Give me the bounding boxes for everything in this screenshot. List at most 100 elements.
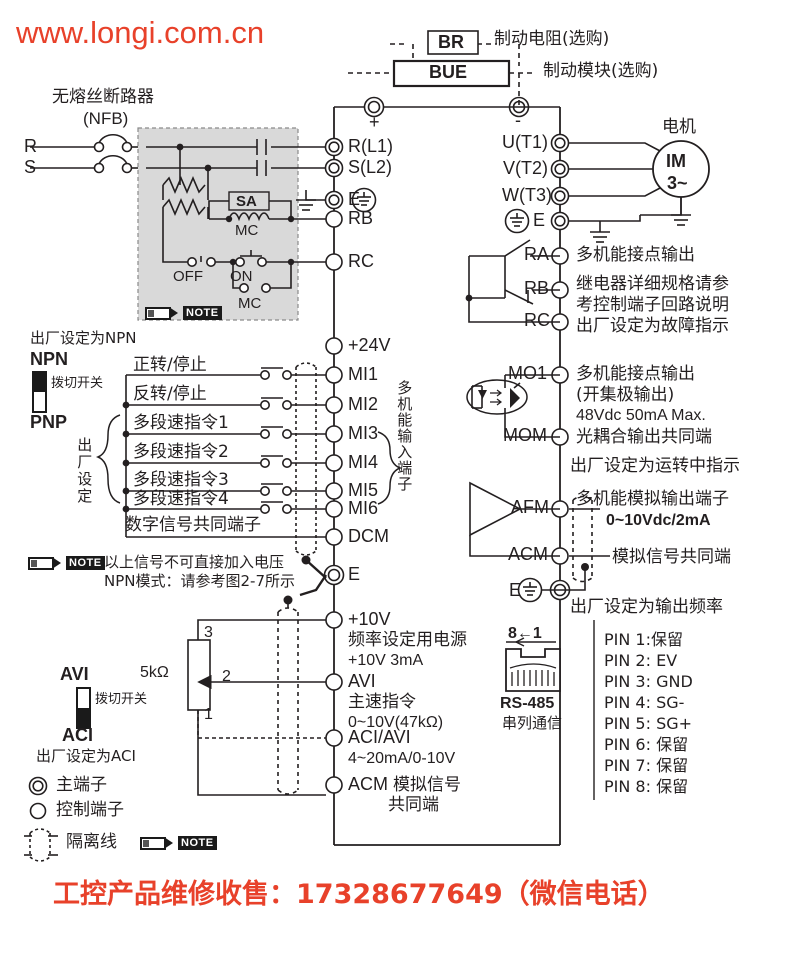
avi-toggle-position-indicator [78, 708, 89, 727]
terminal-label-MI1: MI1 [348, 364, 379, 384]
avi-switch-label: 拨切开关 [95, 692, 148, 707]
off-button-label: OFF [173, 268, 203, 285]
acm-desc-1: 模拟信号 [393, 775, 462, 795]
terminal-label-MI4: MI4 [348, 452, 379, 472]
pot-top-lead [197, 619, 326, 640]
legend-main-terminal: 主端子 [56, 775, 107, 795]
legend-control-terminal: 控制端子 [56, 800, 124, 820]
terminal-label-W: W(T3) [502, 185, 552, 205]
avi-label: AVI [60, 664, 89, 684]
nfb-note-badge: NOTE [145, 306, 222, 320]
acm-desc-2: 共同端 [388, 795, 439, 815]
terminal-label-AFM: AFM [511, 497, 549, 517]
terminal-label-AVI: AVI [348, 671, 376, 691]
terminal-label-MI5: MI5 [348, 480, 379, 500]
note-tag-label-2: NOTE [66, 556, 105, 570]
legend-shield-line: 隔离线 [66, 832, 117, 852]
rs485-pin-2: PIN 2: EV [604, 651, 678, 670]
motor-im-label: IM [666, 151, 686, 171]
pot-value: 5kΩ [140, 664, 169, 681]
aci-desc: 4~20mA/0-10V [348, 750, 456, 767]
rb-desc-1: 继电器详细规格请参 [576, 274, 729, 294]
nfb-title-line1: 无熔丝断路器 [52, 87, 154, 107]
rs485-pin-1: PIN 1:保留 [604, 630, 683, 649]
di-group-label: 多机能输入端子 [395, 380, 414, 492]
terminal-label-E-signal: E [348, 564, 361, 584]
rs485-pin-6: PIN 6: 保留 [604, 735, 689, 754]
bue-description: 制动模块(选购) [543, 61, 659, 81]
terminal-label-MO1: MO1 [508, 363, 548, 383]
rs485-pin-5: PIN 5: SG+ [604, 714, 693, 733]
terminal-label-RB: RB [348, 208, 374, 228]
terminal-label-E-out: E [533, 210, 546, 230]
npn-caption: 出厂设定为NPN [30, 329, 137, 347]
terminal-label-MOM: MOM [503, 425, 547, 445]
br-box [427, 30, 479, 55]
avi-aci-toggle[interactable] [76, 687, 91, 729]
motor-phase-label: 3~ [667, 173, 688, 193]
di-signal-5: 多段速指令3 [133, 470, 229, 490]
mc-aux-label: MC [238, 295, 262, 312]
rb-desc-2: 考控制端子回路说明 [576, 295, 729, 315]
aci-label: ACI [62, 725, 93, 745]
terminal-label-10v: +10V [348, 609, 391, 629]
acm-desc: 模拟信号共同端 [612, 547, 731, 567]
mo1-desc-1: 多机能接点输出 [576, 364, 695, 384]
di-signal-6: 多段速指令4 [133, 489, 229, 509]
bue-label: BUE [429, 62, 468, 82]
mom-desc-1: 光耦合输出共同端 [576, 427, 712, 447]
pencil-icon [145, 306, 178, 320]
ra-desc: 多机能接点输出 [576, 245, 695, 265]
legend-note-badge: NOTE [140, 836, 217, 850]
pot-pin-1: 1 [204, 706, 213, 723]
bue-box [392, 59, 511, 88]
br-description: 制动电阻(选购) [494, 29, 610, 49]
pot-pin-3: 3 [204, 624, 213, 641]
npn-note-badge: NOTE [28, 556, 105, 570]
phase-s-label: S [24, 157, 37, 177]
rs485-pin-order: 8←1 [508, 625, 542, 642]
npn-note-line2: NPN模式：请参考图2-7所示 [104, 572, 295, 590]
terminal-label-RC: RC [348, 251, 374, 271]
terminal-label-RB-relay: RB [524, 278, 550, 298]
rs485-name: RS-485 [500, 695, 555, 712]
mo1-desc-3: 48Vdc 50mA Max. [576, 407, 706, 424]
afm-shield [572, 495, 593, 583]
note-tag-label-3: NOTE [178, 836, 217, 850]
terminal-label-E-analog: E [509, 580, 522, 600]
dc-plus-label: + [369, 112, 380, 132]
npn-switch-label: 拨切开关 [51, 376, 104, 391]
terminal-label-V: V(T2) [503, 158, 548, 178]
di-signal-4: 多段速指令2 [133, 442, 229, 462]
di-signal-3: 多段速指令1 [133, 413, 229, 433]
rs485-pin-8: PIN 8: 保留 [604, 777, 689, 796]
terminal-label-R: R(L1) [348, 136, 394, 156]
terminal-label-MI2: MI2 [348, 394, 379, 414]
mc-coil-label: MC [235, 222, 259, 239]
pot-pin-2: 2 [222, 668, 231, 685]
rs485-sub: 串列通信 [502, 714, 563, 732]
terminal-label-U: U(T1) [502, 132, 548, 152]
mo1-desc-2: (开集极输出) [576, 385, 675, 405]
npn-pnp-toggle[interactable] [32, 371, 47, 413]
terminal-label-ACM-out: ACM [508, 544, 548, 564]
e-analog-desc: 出厂设定为输出频率 [570, 597, 723, 617]
sa-label: SA [236, 193, 257, 210]
terminal-label-ACM-in: ACM 模拟信号 [348, 774, 462, 795]
rs485-pin-3: PIN 3: GND [604, 672, 693, 691]
terminal-label-MI6: MI6 [348, 498, 379, 518]
avi-desc-2: 0~10V(47kΩ) [348, 714, 444, 731]
note-tag-label: NOTE [183, 306, 222, 320]
10v-desc-1: 频率设定用电源 [348, 630, 467, 650]
di-signal-2: 反转/停止 [133, 384, 207, 404]
legend-shield-symbol [29, 828, 51, 862]
rs485-pin-7: PIN 7: 保留 [604, 756, 689, 775]
terminal-label-DCM: DCM [348, 526, 389, 546]
avi-desc-1: 主速指令 [348, 692, 416, 712]
site-url: www.longi.com.cn [16, 15, 265, 50]
motor-title: 电机 [662, 117, 696, 137]
npn-note-line1: 以上信号不可直接加入电压 [104, 553, 285, 571]
digital-input-switches [126, 367, 326, 538]
